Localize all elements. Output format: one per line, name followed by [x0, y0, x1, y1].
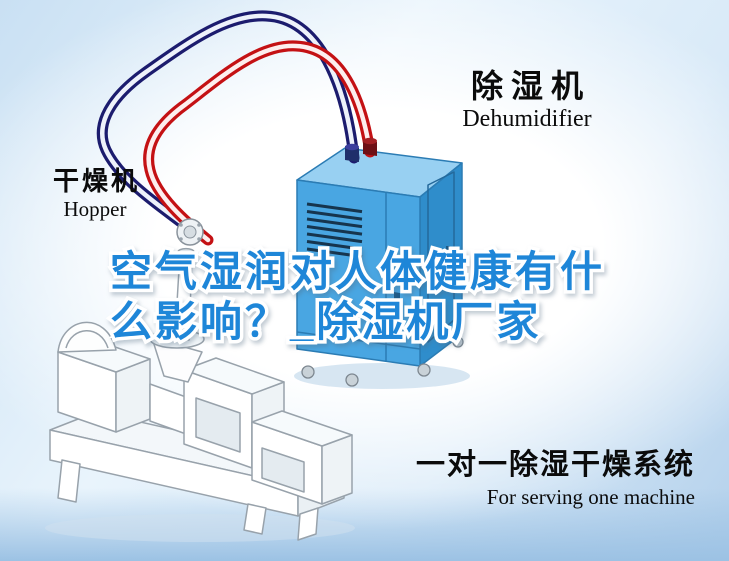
system-caption-cn: 一对一除湿干燥系统: [415, 449, 695, 481]
vent-grille: [306, 202, 363, 259]
hose-ports: [345, 137, 377, 162]
dryer-label-cn: 干燥机: [52, 166, 140, 196]
headline-line2-halo: 么影响？_除湿机厂家: [106, 295, 542, 349]
red-hose: [143, 40, 376, 246]
system-caption-en: For serving one machine: [486, 485, 695, 510]
dryer-label: 干燥机 Hopper: [40, 166, 150, 222]
headline: 空气湿润对人体健康有什 空气湿润对人体健康有什 么影响？_除湿机厂家 么影响？_…: [106, 238, 690, 349]
dehumidifier-cabinet-illustration: [296, 147, 464, 387]
dehumidifier-label: 除湿机 Dehumidifier: [442, 68, 612, 133]
dehumidifier-label-cn: 除湿机: [470, 68, 591, 104]
headline-line1-halo: 空气湿润对人体健康有什: [106, 245, 606, 299]
system-caption: 一对一除湿干燥系统 For serving one machine: [416, 450, 695, 510]
hopper-dryer-machine-illustration: [49, 247, 353, 541]
hose-coupling: [176, 218, 204, 246]
dryer-label-en: Hopper: [63, 197, 127, 222]
headline-line2: 么影响？_除湿机厂家: [110, 298, 542, 345]
hopper-funnel: [149, 247, 205, 383]
dehumidifier-label-en: Dehumidifier: [462, 105, 592, 132]
headline-line1: 空气湿润对人体健康有什: [110, 248, 606, 295]
caster-wheels: [301, 336, 464, 387]
door-handle: [394, 292, 400, 310]
